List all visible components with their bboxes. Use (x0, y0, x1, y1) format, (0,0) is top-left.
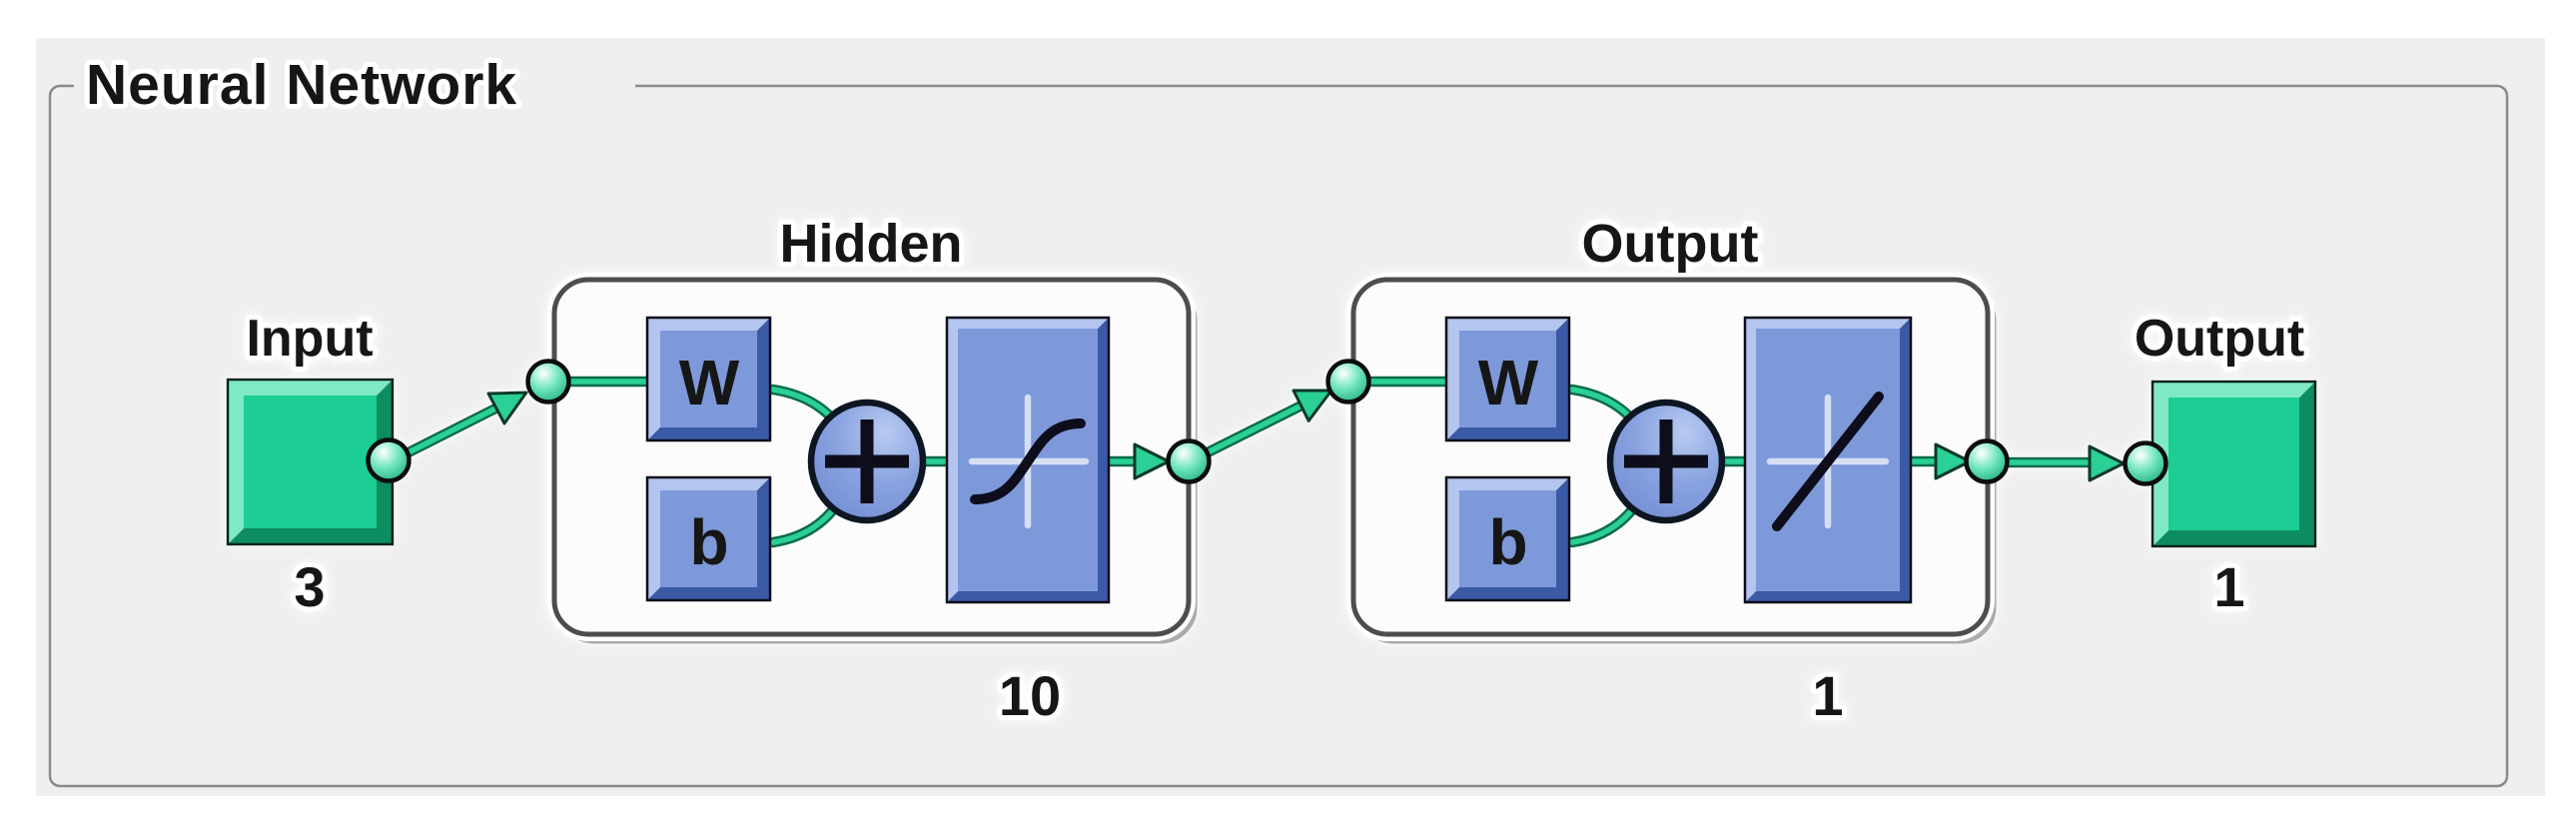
output-weight-block: W (1444, 316, 1571, 442)
output-bias-letter: b (1488, 506, 1527, 578)
groupbox-frame (48, 84, 2509, 788)
output-block-label: Output (2135, 310, 2304, 368)
connector-dot-icon (1964, 438, 2010, 484)
activation-border (1743, 316, 1913, 604)
panel-title: Neural Network (86, 53, 517, 117)
input-label: Input (246, 310, 373, 368)
arrow-right-icon (2088, 444, 2126, 482)
bias-border (645, 475, 772, 602)
weight-bevel-dark (1446, 318, 1569, 440)
output-layer-size: 1 (1812, 664, 1843, 727)
output-activation-block (1743, 316, 1913, 604)
bias-border (1444, 475, 1571, 602)
hidden-layer-label: Hidden (780, 214, 963, 274)
connection-hidden-output (1198, 389, 1333, 460)
plus-circle-icon (1606, 399, 1726, 524)
connection-output-final (2000, 444, 2126, 482)
plus-sign (825, 419, 909, 503)
output-block (2150, 380, 2317, 548)
connection-line (1201, 397, 1316, 457)
input-size: 3 (294, 555, 325, 618)
arrow-right-icon (1291, 389, 1333, 422)
activation-border (945, 316, 1111, 604)
bias-bevel-dark (1446, 477, 1569, 600)
connection-input-hidden (399, 391, 528, 460)
output-layer-box: W b (1346, 273, 1997, 644)
hidden-bias-letter: b (689, 506, 728, 578)
plus-circle-icon (807, 399, 927, 524)
input-block (226, 378, 395, 546)
weight-bevel-dark (647, 318, 770, 440)
weight-bevel-light (1446, 318, 1569, 440)
hidden-layer-box: W b (547, 273, 1198, 644)
connector-dots (366, 359, 2168, 486)
output-block-face (2168, 398, 2299, 530)
network-diagram: Input 3 Hidden (226, 209, 2317, 732)
input-block-face (244, 396, 377, 528)
output-layer-label: Output (1582, 214, 1759, 274)
weight-border (1444, 316, 1571, 442)
linear-slope-icon (1766, 392, 1890, 531)
bias-face (660, 490, 757, 587)
output-bias-block: b (1444, 475, 1571, 602)
output-weight-letter: W (1478, 347, 1539, 418)
hidden-bias-block: b (645, 475, 772, 602)
connection-line (402, 404, 502, 457)
bias-bevel-light (1446, 477, 1569, 600)
sigmoid-curve-icon (968, 394, 1090, 529)
connector-dot-icon (525, 359, 571, 405)
groupbox-title-gap (74, 78, 635, 94)
arrow-right-icon (1934, 442, 1972, 480)
connector-dot-icon (2123, 440, 2168, 486)
weight-border (645, 316, 772, 442)
connector-dot-icon (1166, 438, 1212, 484)
connector-dot-icon (366, 437, 412, 483)
hidden-activation-block (945, 316, 1111, 604)
bias-bevel-dark (647, 477, 770, 600)
weight-face (1459, 331, 1556, 427)
arrow-right-icon (1133, 442, 1171, 480)
connector-dot-icon (1325, 359, 1371, 405)
panel-background (36, 38, 2545, 796)
arrow-right-icon (486, 391, 528, 425)
plus-sign (1624, 419, 1708, 503)
weight-face (660, 331, 757, 427)
hidden-weight-block: W (645, 316, 772, 442)
hidden-weight-letter: W (679, 347, 740, 418)
output-block-size: 1 (2213, 555, 2244, 618)
bias-face (1459, 490, 1556, 587)
hidden-layer-size: 10 (999, 664, 1061, 727)
